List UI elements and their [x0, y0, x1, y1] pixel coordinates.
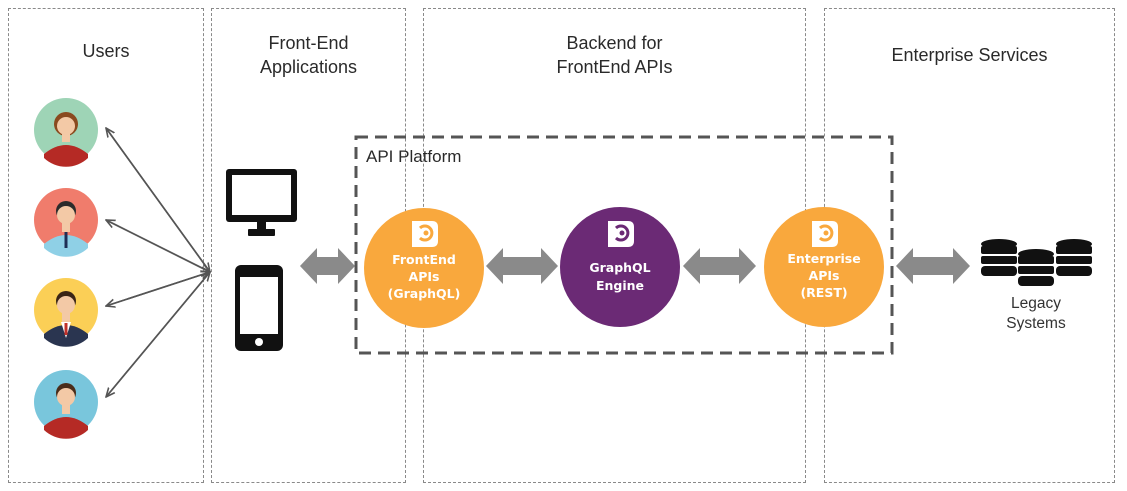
desktop-monitor-icon [226, 169, 297, 236]
enterprise-apis-node: Enterprise APIs (REST) [764, 207, 884, 327]
user-avatars [34, 98, 98, 439]
database-stack-icon [981, 239, 1092, 286]
user-arrow-1-back [105, 127, 210, 272]
logo-icon [812, 221, 838, 247]
smartphone-icon [235, 265, 283, 351]
frontend-apis-node: FrontEnd APIs (GraphQL) [364, 208, 484, 328]
graphql-engine-line-1: GraphQL [589, 260, 650, 275]
enterprise-apis-line-2: APIs [809, 268, 840, 283]
backend-column-title: Backend for FrontEnd APIs [556, 33, 673, 77]
graphql-engine-node: GraphQL Engine [560, 207, 680, 327]
users-column: Users [8, 8, 204, 483]
double-arrow-devices-frontend [300, 248, 355, 284]
frontend-apis-circle [364, 208, 484, 328]
frontend-apis-line-1: FrontEnd [392, 252, 456, 267]
enterprise-apis-line-1: Enterprise [787, 251, 860, 266]
double-arrow-enterprise-legacy [896, 248, 970, 284]
graphql-engine-line-2: Engine [596, 278, 644, 293]
flow-arrows [300, 248, 970, 284]
avatar-user-4 [34, 370, 98, 439]
user-arrow-2-back [105, 219, 210, 272]
frontend-apis-line-2: APIs [409, 269, 440, 284]
graphql-engine-circle [560, 207, 680, 327]
double-arrow-graphql-enterprise [683, 248, 756, 284]
users-column-title: Users [82, 41, 130, 61]
logo-icon [608, 221, 634, 247]
enterprise-column-title: Enterprise Services [891, 45, 1048, 65]
frontend-apis-line-3: (GraphQL) [388, 286, 461, 301]
double-arrow-frontend-graphql [486, 248, 558, 284]
legacy-systems-label: Legacy Systems [1006, 295, 1066, 332]
frontend-column-title: Front-End Applications [259, 33, 358, 77]
user-connector-arrows [106, 128, 210, 397]
avatar-user-1 [34, 98, 98, 167]
user-arrow-4-back [105, 272, 210, 398]
user-arrow-3-back [105, 272, 210, 307]
avatar-user-2 [34, 188, 98, 257]
enterprise-apis-circle [764, 207, 884, 327]
avatar-user-3 [34, 278, 98, 347]
api-platform-label: API Platform [366, 147, 462, 166]
enterprise-apis-line-3: (REST) [800, 285, 847, 300]
api-platform-boundary [354, 135, 894, 355]
logo-icon [412, 221, 438, 247]
